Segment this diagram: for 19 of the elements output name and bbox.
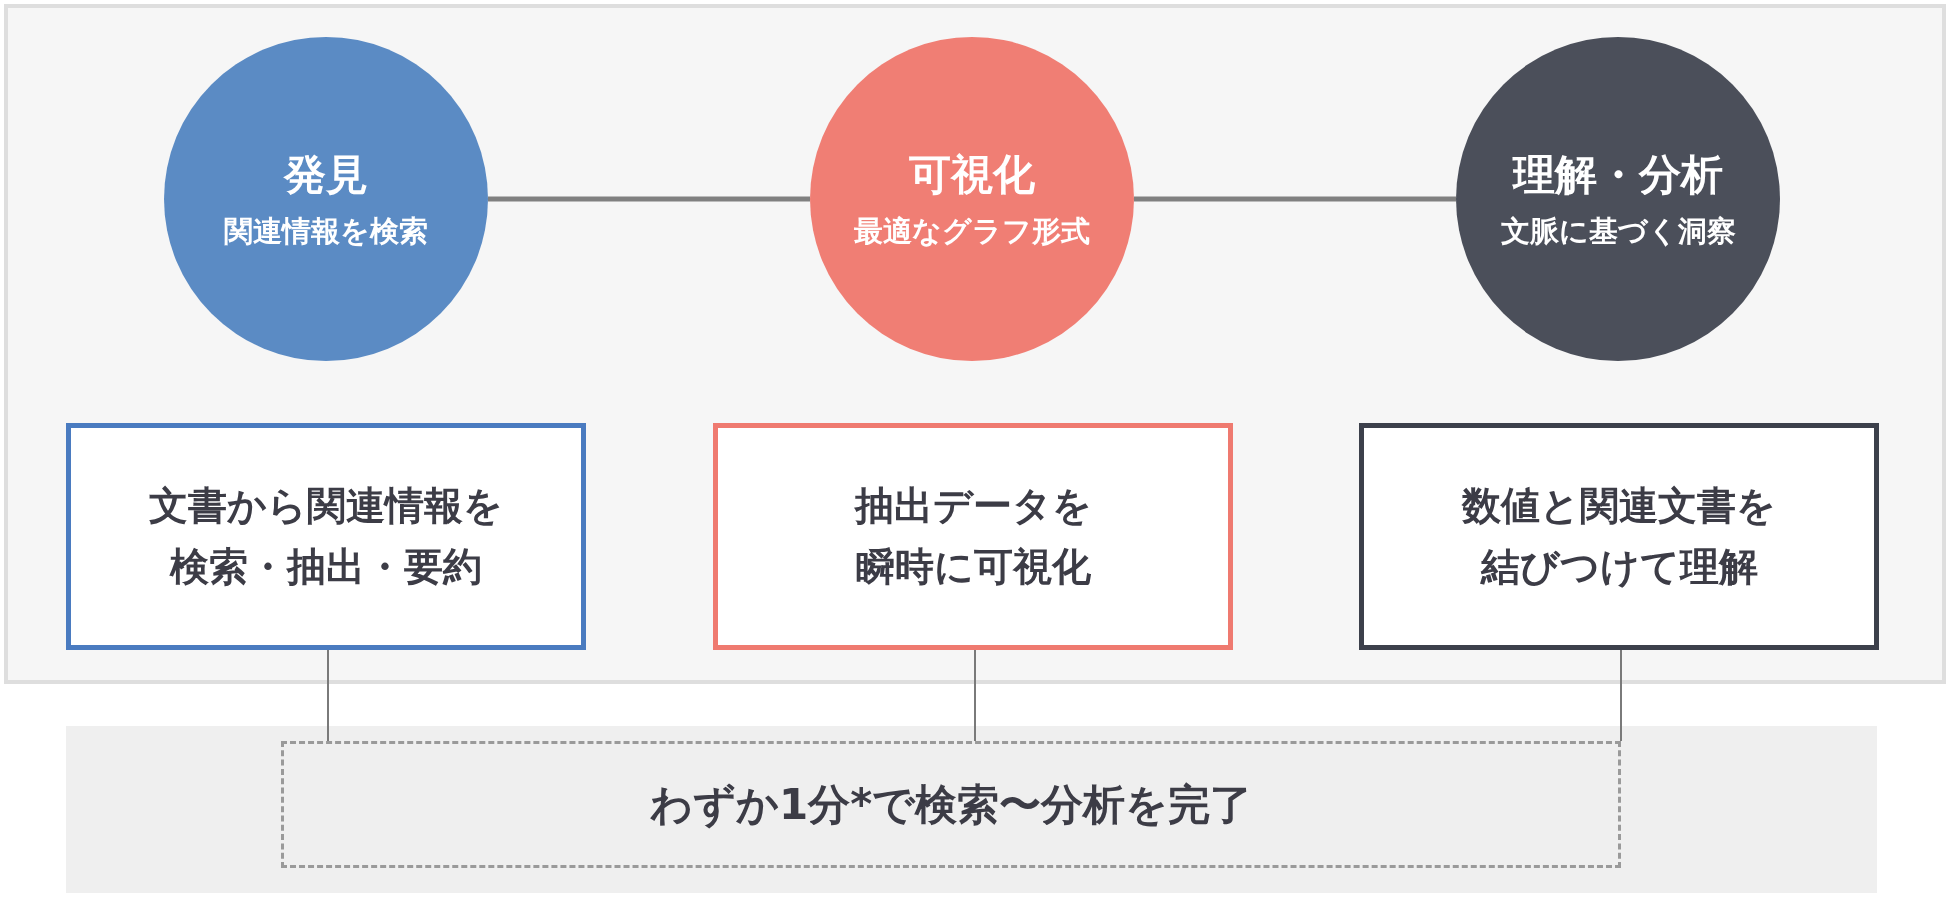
connector-line bbox=[327, 649, 329, 742]
description-box bbox=[1359, 423, 1879, 650]
stage-title: 可視化 bbox=[909, 148, 1035, 201]
description-text: 数値と関連文書を結びつけて理解 bbox=[1460, 482, 1777, 591]
stage-title: 発見 bbox=[284, 148, 368, 201]
summary-text: わずか1分*で検索〜分析を完了 bbox=[649, 779, 1253, 831]
description-box bbox=[66, 423, 586, 650]
summary-box bbox=[281, 741, 1621, 868]
connector-line bbox=[1134, 196, 1456, 202]
connector-line bbox=[488, 196, 810, 202]
description-text: 文書から関連情報を検索・抽出・要約 bbox=[148, 482, 504, 591]
description-box bbox=[713, 423, 1233, 650]
stage-subtitle: 文脈に基づく洞察 bbox=[1500, 213, 1736, 250]
description-text: 抽出データを瞬時に可視化 bbox=[853, 482, 1093, 591]
connector-line bbox=[1620, 649, 1622, 742]
stage-title: 理解・分析 bbox=[1513, 148, 1723, 201]
stage-subtitle: 最適なグラフ形式 bbox=[854, 213, 1090, 250]
connector-line bbox=[974, 649, 976, 742]
stage-subtitle: 関連情報を検索 bbox=[224, 213, 428, 250]
